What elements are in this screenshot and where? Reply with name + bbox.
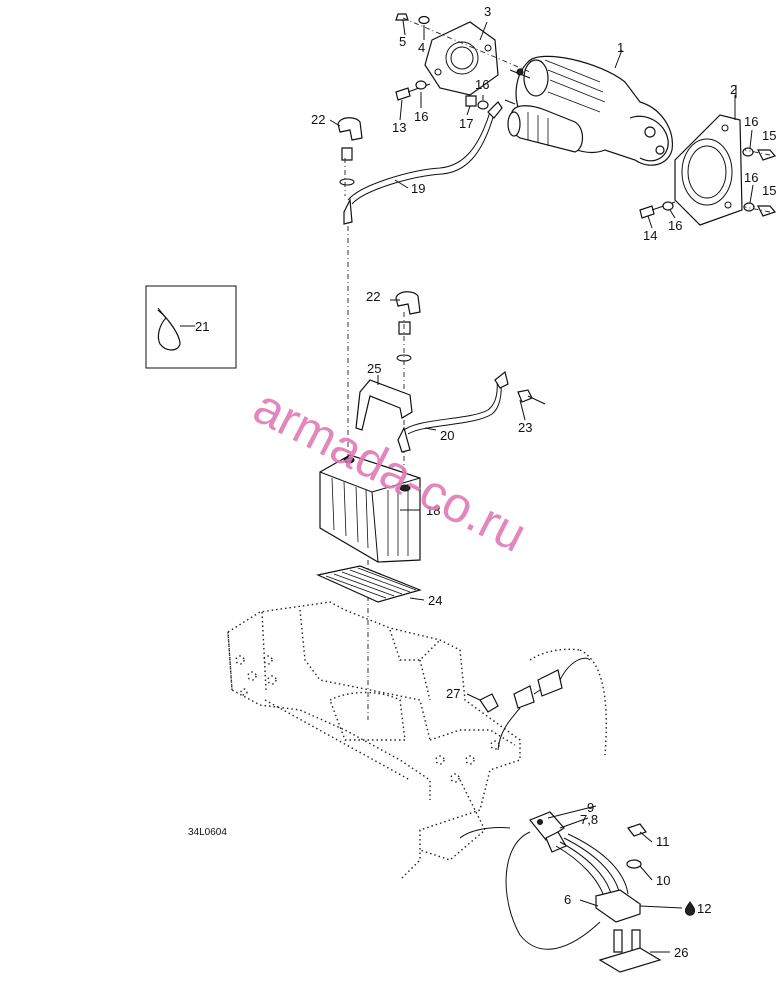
- starter-motor: [504, 55, 673, 166]
- label-22-mid: 22: [366, 289, 380, 304]
- callout-labels: 1 2 3 4 5 6 7,8 9 10 11 12 13 14 15 15 1…: [188, 4, 776, 960]
- label-19: 19: [411, 181, 425, 196]
- label-27: 27: [446, 686, 460, 701]
- label-10: 10: [656, 873, 670, 888]
- terminal-boot-22-mid: [395, 291, 421, 315]
- hold-down-strap-25: [355, 379, 413, 431]
- label-1: 1: [617, 40, 624, 55]
- mount-plate-3: [424, 21, 499, 96]
- label-3: 3: [484, 4, 491, 19]
- bolt-23: [517, 389, 546, 405]
- label-25: 25: [367, 361, 381, 376]
- clip-21-inset: [145, 285, 237, 369]
- mount-plate-2: [674, 114, 743, 226]
- label-21: 21: [195, 319, 209, 334]
- label-15-lower: 15: [762, 183, 776, 198]
- label-16-b: 16: [475, 77, 489, 92]
- battery-pad-24: [316, 565, 422, 603]
- drop-12-icon: [684, 901, 696, 916]
- label-20: 20: [440, 428, 454, 443]
- label-4: 4: [418, 40, 425, 55]
- label-14: 14: [643, 228, 657, 243]
- starter-hardware: [395, 13, 777, 219]
- label-17: 17: [459, 116, 473, 131]
- label-11: 11: [656, 834, 670, 849]
- label-26: 26: [674, 945, 688, 960]
- label-23: 23: [518, 420, 532, 435]
- label-13: 13: [392, 120, 406, 135]
- label-16-a: 16: [414, 109, 428, 124]
- studs-26: [598, 929, 662, 973]
- leader-lines: [180, 19, 754, 953]
- label-16-c: 16: [744, 114, 758, 129]
- label-18: 18: [426, 503, 440, 518]
- label-16-d: 16: [744, 170, 758, 185]
- bolt-stack-mid: [396, 321, 412, 362]
- centerline-plate2: [744, 149, 771, 213]
- label-5: 5: [399, 34, 406, 49]
- washer-10: [626, 859, 642, 869]
- label-15-upper: 15: [762, 128, 776, 143]
- cable-19: [343, 101, 503, 225]
- drawing-code: 34L0604: [188, 827, 227, 838]
- label-2: 2: [730, 82, 737, 97]
- label-22-top: 22: [311, 112, 325, 127]
- label-16-e: 16: [668, 218, 682, 233]
- label-9: 9: [587, 800, 594, 815]
- terminal-boot-22-top: [337, 117, 363, 141]
- chassis-frame: [227, 601, 607, 881]
- label-7-8: 7,8: [580, 812, 598, 827]
- wiring-harness-6: [459, 811, 642, 950]
- label-6: 6: [564, 892, 571, 907]
- bolt-stack-top: [339, 147, 355, 186]
- label-24: 24: [428, 593, 442, 608]
- battery-18: [319, 454, 421, 563]
- label-12: 12: [697, 901, 711, 916]
- connector-27: [479, 657, 591, 751]
